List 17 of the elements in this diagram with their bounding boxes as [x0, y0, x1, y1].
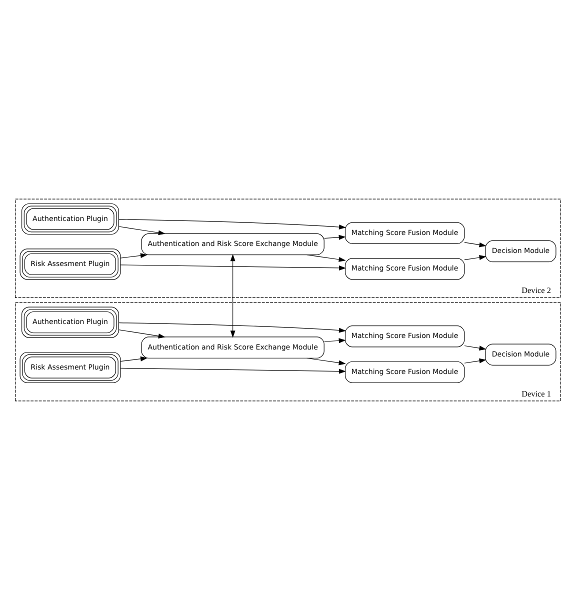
- arrow: [120, 252, 148, 258]
- arrow: [464, 254, 486, 260]
- arrow: [324, 338, 346, 343]
- arrow: [306, 254, 346, 262]
- arrow: [464, 242, 486, 247]
- arrow: [306, 357, 346, 365]
- arrow: [118, 329, 166, 338]
- arrow: [464, 358, 486, 363]
- arrow: [120, 264, 346, 270]
- arrow: [464, 344, 486, 350]
- arrow: [118, 322, 346, 332]
- arrow: [118, 226, 166, 235]
- arrow: [120, 367, 346, 374]
- arrow: [118, 218, 346, 229]
- arrow: [120, 356, 148, 362]
- arrow: [230, 254, 236, 338]
- arrow: [324, 234, 346, 240]
